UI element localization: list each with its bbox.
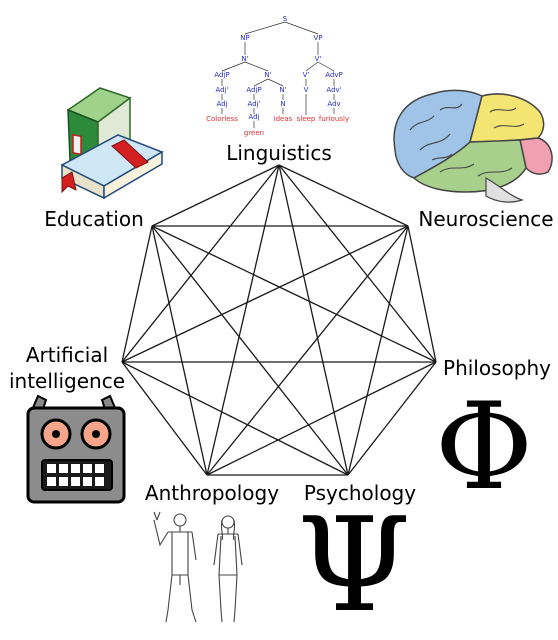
edge-philosophy-psychology — [347, 361, 437, 476]
edge-anthropology-artificial-intelligence — [121, 361, 208, 476]
tree-node-advbar: Adv' — [326, 86, 341, 94]
phi-symbol-icon: Φ — [435, 378, 533, 517]
tree-node-adv: Adv — [327, 100, 340, 108]
tree-node-adj2: Adj — [248, 113, 259, 121]
syntax-tree-icon: S NP VP N' V' AdjP N' V' AdvP Adj' AdjP … — [206, 15, 349, 137]
tree-node-n: N — [280, 100, 285, 108]
tree-node-adjbar: Adj' — [216, 86, 229, 94]
psi-symbol-icon: Ψ — [297, 489, 411, 640]
label-neuroscience: Neuroscience — [418, 207, 553, 231]
edge-neuroscience-artificial-intelligence — [121, 225, 409, 363]
tree-node-np: NP — [240, 34, 249, 42]
tree-node-adjp: AdjP — [214, 71, 229, 79]
tree-word-green: green — [244, 129, 264, 137]
tree-node-vprime: V' — [303, 71, 310, 79]
brain-icon — [393, 89, 553, 203]
label-linguistics: Linguistics — [226, 141, 332, 165]
tree-word-ideas: ideas — [274, 115, 293, 123]
tree-node-vbar-top: V' — [315, 55, 322, 63]
label-intelligence: intelligence — [9, 369, 125, 393]
tree-node-nbar-mid: N' — [264, 71, 271, 79]
label-education: Education — [44, 207, 144, 231]
edge-artificial-intelligence-education — [121, 225, 153, 363]
edge-psychology-artificial-intelligence — [121, 361, 349, 476]
label-philosophy: Philosophy — [443, 356, 551, 380]
edge-linguistics-education — [151, 164, 280, 227]
tree-node-adj: Adj — [216, 100, 227, 108]
edge-neuroscience-psychology — [347, 225, 409, 476]
books-icon — [60, 87, 164, 200]
edge-philosophy-education — [151, 225, 437, 363]
tree-node-vp: VP — [313, 34, 322, 42]
edge-linguistics-philosophy — [278, 164, 437, 363]
tree-node-adjp2: AdjP — [246, 86, 261, 94]
tree-node-nbar-low: N' — [279, 86, 286, 94]
edge-psychology-education — [151, 225, 349, 476]
edge-linguistics-artificial-intelligence — [121, 164, 280, 363]
label-anthropology: Anthropology — [145, 481, 279, 505]
tree-word-sleep: sleep — [297, 115, 316, 123]
tree-word-colorless: Colorless — [206, 115, 238, 123]
tree-node-s: S — [283, 15, 288, 23]
label-psychology: Psychology — [304, 481, 416, 505]
edge-neuroscience-philosophy — [407, 225, 437, 363]
tree-node-nbar-top: N' — [241, 55, 248, 63]
edge-philosophy-anthropology — [206, 361, 437, 476]
robot-icon — [26, 394, 126, 504]
label-artificial: Artificial — [26, 343, 108, 367]
edge-neuroscience-anthropology — [206, 225, 409, 476]
tree-node-adjbar2: Adj' — [248, 100, 261, 108]
edge-anthropology-education — [151, 225, 208, 476]
tree-node-advp: AdvP — [325, 71, 342, 79]
humans-icon — [153, 511, 243, 623]
edge-linguistics-neuroscience — [278, 164, 409, 227]
graph-edges — [121, 164, 437, 476]
edge-linguistics-psychology — [278, 164, 349, 476]
tree-node-v: V — [304, 86, 309, 94]
edge-linguistics-anthropology — [206, 164, 280, 476]
tree-word-furiously: furiously — [319, 115, 349, 123]
